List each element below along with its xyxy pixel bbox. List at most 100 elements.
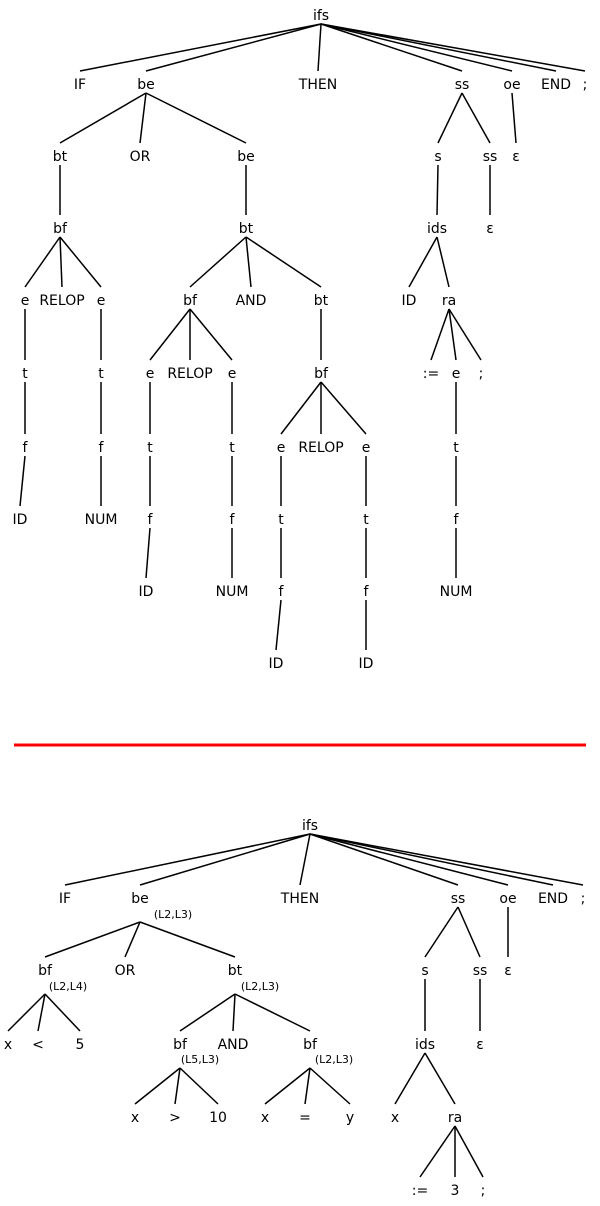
tree-node-n3: 3 xyxy=(451,1183,460,1199)
tree-node-e4: e xyxy=(228,366,237,382)
tree-node-e1: e xyxy=(21,293,30,309)
tree-node-n5: 5 xyxy=(76,1037,85,1053)
tree-node-t7: t xyxy=(453,440,459,456)
rule-annotation: (L5,L3) xyxy=(181,1053,219,1066)
tree-edge xyxy=(424,1052,456,1105)
tree-node-bt3: bt xyxy=(314,293,329,309)
tree-edge xyxy=(139,921,236,958)
tree-edge xyxy=(189,236,247,288)
tree-node-ss1: ss xyxy=(451,891,466,907)
tree-node-ss1: ss xyxy=(455,77,470,93)
tree-node-and1: AND xyxy=(236,293,267,309)
tree-node-eq1: = xyxy=(299,1110,311,1126)
tree-node-n10: 10 xyxy=(209,1110,227,1126)
tree-edge xyxy=(320,23,463,72)
tree-node-eps1: ε xyxy=(512,149,520,165)
tree-node-id3: ID xyxy=(269,656,284,672)
tree-edge xyxy=(264,1067,311,1105)
tree-edge xyxy=(59,236,102,288)
tree-node-eps2: ε xyxy=(486,221,494,237)
tree-node-s1: s xyxy=(421,963,428,979)
tree-node-ra1: ra xyxy=(442,293,456,309)
tree-node-eps2: ε xyxy=(476,1037,484,1053)
tree-node-f1: f xyxy=(23,440,29,456)
tree-edge xyxy=(309,833,459,886)
tree-edge xyxy=(37,993,46,1032)
tree-node-and1: AND xyxy=(218,1037,249,1053)
tree-node-t6: t xyxy=(363,512,369,528)
tree-node-ss2: ss xyxy=(473,963,488,979)
tree-edge xyxy=(145,92,247,144)
tree-node-bf1: bf xyxy=(38,963,53,979)
tree-node-semi1: ; xyxy=(583,77,588,93)
tree-edge xyxy=(299,833,311,886)
tree-edge xyxy=(44,993,81,1032)
tree-node-asg1: := xyxy=(412,1183,428,1199)
tree-edge xyxy=(245,236,322,288)
tree-node-be1: be xyxy=(137,77,155,93)
rule-annotation: (L2,L4) xyxy=(49,980,87,993)
tree-node-e6: e xyxy=(362,440,371,456)
tree-edge xyxy=(304,1067,311,1105)
tree-node-x1: x xyxy=(4,1037,12,1053)
tree-node-relop3: RELOP xyxy=(298,440,343,456)
tree-edge xyxy=(309,833,509,886)
tree-edge xyxy=(419,1125,456,1178)
tree-node-semi2: ; xyxy=(481,1183,486,1199)
tree-node-t4: t xyxy=(229,440,235,456)
tree-node-relop2: RELOP xyxy=(167,366,212,382)
tree-edge xyxy=(189,308,233,361)
tree-edge xyxy=(149,308,191,361)
tree-edge xyxy=(280,381,322,435)
tree-node-s1: s xyxy=(434,149,441,165)
tree-node-e7: e xyxy=(452,366,461,382)
tree-edge xyxy=(79,23,322,72)
tree-node-f2: f xyxy=(99,440,105,456)
tree-edge xyxy=(124,921,141,958)
tree-node-f5: f xyxy=(279,584,285,600)
tree-edge xyxy=(145,527,151,579)
tree-node-bt2: bt xyxy=(239,221,254,237)
tree-node-IF: IF xyxy=(59,891,71,907)
tree-edge xyxy=(320,381,367,435)
tree-edge xyxy=(320,23,557,72)
tree-node-bf3: bf xyxy=(314,366,329,382)
tree-node-x3: x xyxy=(261,1110,269,1126)
tree-edge xyxy=(59,236,63,288)
tree-node-num3: NUM xyxy=(440,584,473,600)
tree-edge xyxy=(424,906,459,958)
tree-node-bf2: bf xyxy=(183,293,198,309)
tree-node-or1: OR xyxy=(115,963,136,979)
tree-edge xyxy=(437,92,463,144)
rule-annotation: (L2,L3) xyxy=(154,908,192,921)
tree-edge xyxy=(408,236,438,288)
tree-node-y1: y xyxy=(346,1110,354,1126)
tree-node-t5: t xyxy=(278,512,284,528)
tree-node-THEN: THEN xyxy=(280,891,319,907)
tree-edge xyxy=(245,236,252,288)
tree-edge xyxy=(436,236,450,288)
tree-node-e2: e xyxy=(97,293,106,309)
tree-node-e5: e xyxy=(277,440,286,456)
tree-node-lt1: < xyxy=(32,1037,44,1053)
tree-node-END: END xyxy=(541,77,571,93)
tree-edge xyxy=(454,1125,484,1178)
tree-edge xyxy=(179,1067,219,1105)
tree-node-ifs: ifs xyxy=(313,8,329,24)
tree-edge xyxy=(145,23,322,72)
tree-node-num1: NUM xyxy=(85,512,118,528)
tree-edge xyxy=(232,993,236,1032)
tree-node-bt1: bt xyxy=(228,963,243,979)
rule-annotation: (L2,L3) xyxy=(241,980,279,993)
tree-node-ifs: ifs xyxy=(302,818,318,834)
tree-edge xyxy=(7,993,46,1032)
tree-node-or1: OR xyxy=(130,149,151,165)
tree-edge xyxy=(320,23,586,72)
tree-edge xyxy=(275,599,282,651)
tree-edge xyxy=(59,92,147,144)
tree-node-bf1: bf xyxy=(53,221,68,237)
tree-edge xyxy=(19,455,26,507)
tree-edge xyxy=(64,833,311,886)
tree-node-f6: f xyxy=(364,584,370,600)
